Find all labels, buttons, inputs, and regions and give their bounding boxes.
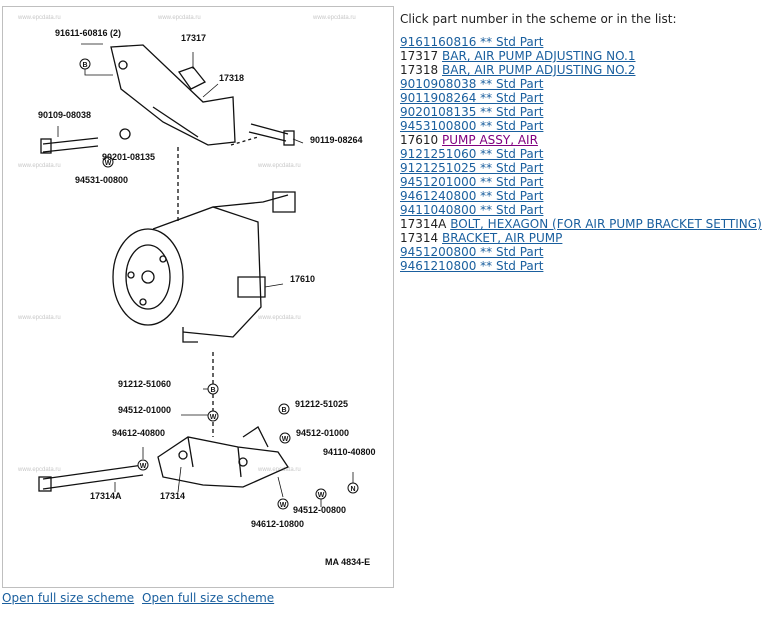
watermark-layer: www.epcdata.ru www.epcdata.ru www.epcdat… [17, 15, 356, 473]
list-item: 9011908264 ** Std Part [400, 91, 765, 105]
part-link[interactable]: 9010908038 ** Std Part [400, 77, 544, 91]
part-link[interactable]: BOLT, HEXAGON (FOR AIR PUMP BRACKET SETT… [450, 217, 762, 231]
list-item: 9010908038 ** Std Part [400, 77, 765, 91]
part-link[interactable]: 9411040800 ** Std Part [400, 203, 544, 217]
list-item: 9461240800 ** Std Part [400, 189, 765, 203]
part-link[interactable]: BAR, AIR PUMP ADJUSTING NO.2 [442, 63, 636, 77]
part-link[interactable]: 9451201000 ** Std Part [400, 175, 544, 189]
scheme-label-17318[interactable]: 17318 [219, 73, 244, 83]
part-code: 17318 [400, 63, 439, 77]
part-link[interactable]: 9011908264 ** Std Part [400, 91, 544, 105]
marker-n: N [350, 486, 355, 493]
part-link[interactable]: 9461210800 ** Std Part [400, 259, 544, 273]
bottom-links: Open full size scheme Open full size sch… [2, 591, 278, 605]
scheme-label-17314A[interactable]: 17314A [90, 491, 122, 501]
watermark: www.epcdata.ru [257, 163, 301, 169]
adjusting-bar-17317-shape[interactable] [177, 66, 207, 90]
marker-w: W [140, 463, 147, 470]
watermark: www.epcdata.ru [312, 15, 356, 21]
marker-b: B [210, 387, 215, 394]
air-pump-17610-shape[interactable] [112, 191, 296, 343]
list-item: 17317 BAR, AIR PUMP ADJUSTING NO.1 [400, 49, 765, 63]
marker-b: B [281, 407, 286, 414]
marker-w: W [280, 502, 287, 509]
scheme-label-17610[interactable]: 17610 [290, 274, 315, 284]
part-code: 17314A [400, 217, 447, 231]
part-link[interactable]: 9461240800 ** Std Part [400, 189, 544, 203]
air-pump-bracket-17314-shape[interactable] [157, 426, 289, 488]
part-link[interactable]: 9453100800 ** Std Part [400, 119, 544, 133]
scheme-label-90119-08264[interactable]: 90119-08264 [310, 135, 363, 145]
list-item: 17314 BRACKET, AIR PUMP [400, 231, 765, 245]
list-item: 17610 PUMP ASSY, AIR [400, 133, 765, 147]
list-item: 9411040800 ** Std Part [400, 203, 765, 217]
list-item: 9461210800 ** Std Part [400, 259, 765, 273]
watermark: www.epcdata.ru [257, 467, 301, 473]
list-item: 17318 BAR, AIR PUMP ADJUSTING NO.2 [400, 63, 765, 77]
marker-w: W [105, 160, 112, 167]
parts-list: Click part number in the scheme or in th… [400, 11, 765, 273]
marker-w: W [210, 414, 217, 421]
marker-b: B [82, 62, 87, 69]
part-link[interactable]: BRACKET, AIR PUMP [442, 231, 563, 245]
open-full-size-scheme-link-2[interactable]: Open full size scheme [142, 591, 275, 605]
scheme-label-91212-51025[interactable]: 91212-51025 [295, 399, 348, 409]
scheme-label-94512-00800[interactable]: 94512-00800 [293, 505, 346, 515]
part-link[interactable]: 9121251025 ** Std Part [400, 161, 544, 175]
scheme-label-17314[interactable]: 17314 [160, 491, 185, 501]
scheme-label-94531-00800[interactable]: 94531-00800 [75, 175, 128, 185]
part-code: 17314 [400, 231, 439, 245]
open-full-size-scheme-link[interactable]: Open full size scheme [2, 591, 135, 605]
watermark: www.epcdata.ru [257, 315, 301, 321]
part-link[interactable]: 9121251060 ** Std Part [400, 147, 544, 161]
list-item: 9451200800 ** Std Part [400, 245, 765, 259]
list-item: 9121251060 ** Std Part [400, 147, 765, 161]
list-item: 9020108135 ** Std Part [400, 105, 765, 119]
parts-scheme-drawing: www.epcdata.ru www.epcdata.ru www.epcdat… [17, 15, 376, 567]
part-code: 17317 [400, 49, 439, 63]
scheme-label-91611-60816[interactable]: 91611-60816 (2) [55, 28, 121, 38]
watermark: www.epcdata.ru [17, 467, 61, 473]
part-link[interactable]: BAR, AIR PUMP ADJUSTING NO.1 [442, 49, 636, 63]
marker-w: W [282, 436, 289, 443]
watermark: www.epcdata.ru [17, 315, 61, 321]
scheme-label-90201-08135[interactable]: 90201-08135 [102, 152, 155, 162]
parts-scheme-image[interactable]: www.epcdata.ru www.epcdata.ru www.epcdat… [2, 6, 394, 588]
list-item: 17314A BOLT, HEXAGON (FOR AIR PUMP BRACK… [400, 217, 765, 231]
list-item: 9121251025 ** Std Part [400, 161, 765, 175]
marker-w: W [318, 492, 325, 499]
list-intro-text: Click part number in the scheme or in th… [400, 12, 677, 26]
watermark: www.epcdata.ru [17, 163, 61, 169]
scheme-label-94110-40800[interactable]: 94110-40800 [323, 447, 376, 457]
scheme-label-90109-08038[interactable]: 90109-08038 [38, 110, 91, 120]
scheme-label-94612-10800[interactable]: 94612-10800 [251, 519, 304, 529]
part-link[interactable]: 9451200800 ** Std Part [400, 245, 544, 259]
scheme-label-94512-01000-b[interactable]: 94512-01000 [296, 428, 349, 438]
part-link[interactable]: 9161160816 ** Std Part [400, 35, 544, 49]
scheme-code-label: MA 4834-E [325, 557, 370, 567]
scheme-label-91212-51060[interactable]: 91212-51060 [118, 379, 171, 389]
list-item: 9161160816 ** Std Part [400, 35, 765, 49]
part-link[interactable]: PUMP ASSY, AIR [442, 133, 538, 147]
watermark: www.epcdata.ru [157, 15, 201, 21]
scheme-label-94612-40800[interactable]: 94612-40800 [112, 428, 165, 438]
part-code: 17610 [400, 133, 439, 147]
adjusting-bar-17318-shape[interactable] [110, 44, 236, 146]
scheme-label-17317[interactable]: 17317 [181, 33, 206, 43]
list-item: 9451201000 ** Std Part [400, 175, 765, 189]
scheme-label-94512-01000[interactable]: 94512-01000 [118, 405, 171, 415]
list-item: 9453100800 ** Std Part [400, 119, 765, 133]
watermark: www.epcdata.ru [17, 15, 61, 21]
part-link[interactable]: 9020108135 ** Std Part [400, 105, 544, 119]
